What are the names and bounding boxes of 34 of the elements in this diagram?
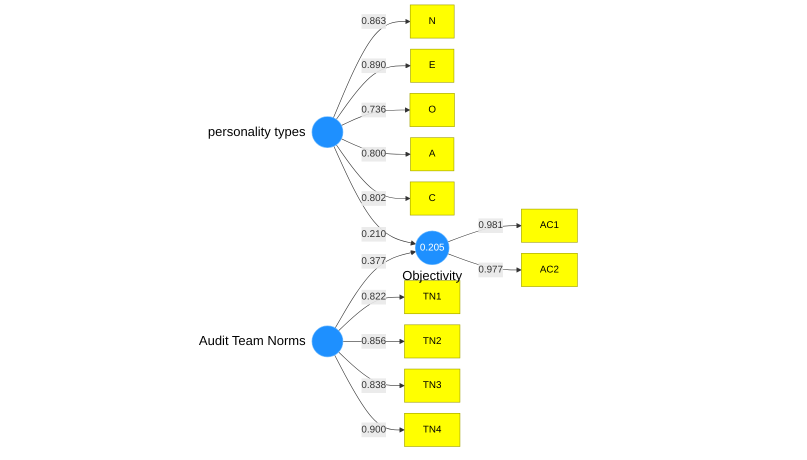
- edge-label: 0.838: [361, 380, 386, 391]
- node-box: TN3: [404, 368, 460, 403]
- arrow: [334, 146, 416, 246]
- node-box: TN2: [404, 324, 460, 358]
- edge-label: 0.977: [478, 264, 503, 275]
- node-box: E: [410, 48, 454, 83]
- edge-label: 0.736: [361, 104, 386, 115]
- node-box: C: [410, 182, 454, 216]
- edge-label: 0.377: [361, 256, 386, 266]
- node-circle: 0.205: [414, 230, 450, 266]
- edge-label: 0.210: [361, 228, 386, 240]
- arrow: [336, 144, 410, 202]
- node-caption: personality types: [208, 124, 306, 140]
- edge-label: 0.802: [361, 192, 386, 204]
- node-box: AC1: [521, 208, 578, 243]
- node-box: O: [410, 93, 455, 127]
- arrow: [336, 63, 411, 120]
- arrow: [333, 18, 410, 118]
- edge-label: 0.822: [361, 292, 386, 302]
- arrow: [334, 250, 416, 328]
- node-box: TN4: [404, 412, 460, 447]
- node-caption: Audit Team Norms: [198, 333, 306, 350]
- node-box: A: [410, 137, 454, 172]
- edge-label: 0.981: [478, 220, 503, 231]
- edge-label: 0.863: [361, 16, 386, 26]
- edge-label: 0.890: [361, 60, 386, 71]
- node-box: AC2: [521, 253, 578, 287]
- arrow: [334, 354, 405, 433]
- edge-label: 0.856: [361, 336, 386, 346]
- node-box: N: [410, 4, 454, 38]
- node-circle: [312, 116, 344, 148]
- edge-label: 0.900: [361, 424, 386, 435]
- node-circle: [312, 326, 344, 358]
- edge-label: 0.800: [361, 148, 386, 160]
